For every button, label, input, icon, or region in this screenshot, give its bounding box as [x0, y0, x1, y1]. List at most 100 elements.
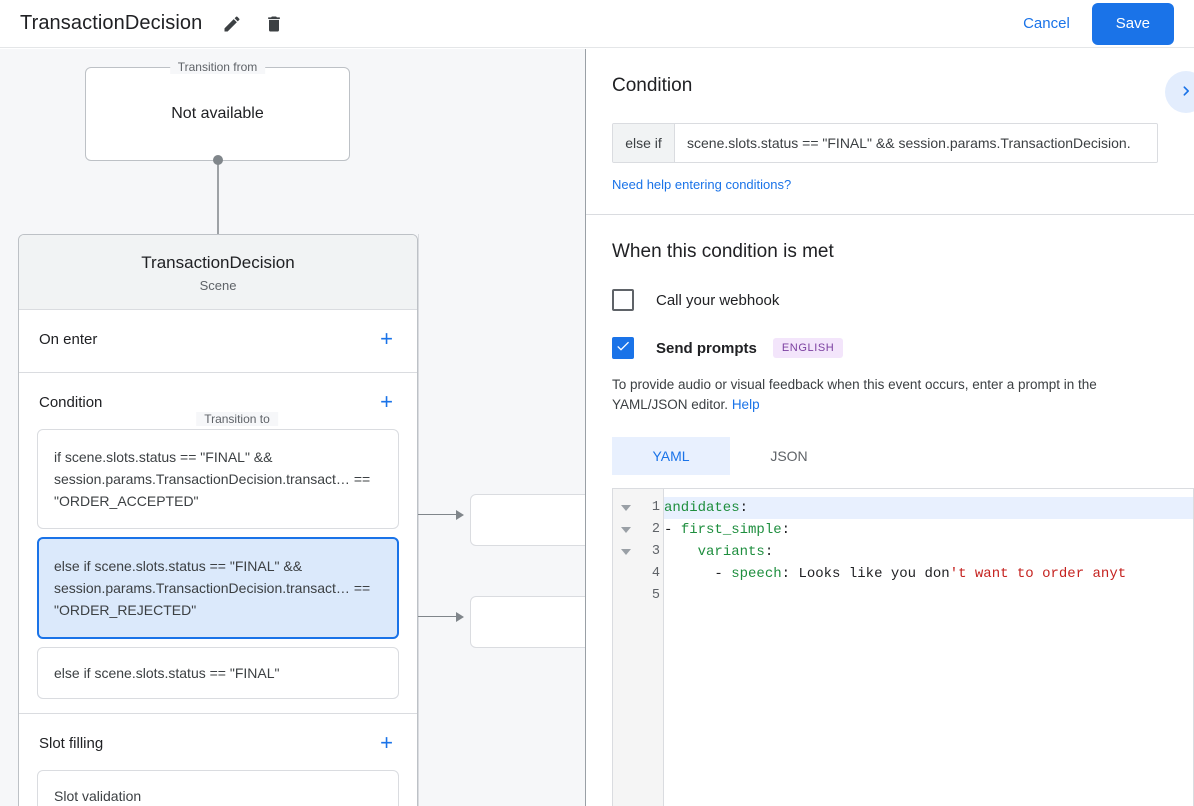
condition-block: Condition else if Need help entering con…: [586, 49, 1194, 215]
edit-button[interactable]: [220, 12, 244, 36]
editor-fold-gutter: [613, 489, 639, 806]
code-token: :: [764, 544, 774, 560]
code-token: :: [781, 566, 799, 582]
edge-line-accepted: [399, 514, 457, 515]
code-token: variants: [697, 544, 765, 560]
call-webhook-label: Call your webhook: [656, 291, 780, 309]
section-on-enter-title: On enter: [39, 330, 98, 348]
scene-type: Scene: [199, 278, 237, 293]
fold-toggle-line-2[interactable]: [613, 519, 639, 541]
editor-line-numbers: 1 2 3 4 5: [639, 489, 664, 806]
code-token: -: [664, 522, 681, 538]
code-token: :: [739, 500, 749, 516]
yaml-code-editor[interactable]: 1 2 3 4 5 andidates:- first_simple: vari…: [612, 488, 1194, 806]
call-webhook-checkbox[interactable]: [612, 289, 634, 311]
collapse-panel-button[interactable]: [1165, 71, 1194, 113]
editor-code-area[interactable]: andidates:- first_simple: variants: - sp…: [664, 489, 1193, 806]
language-badge: ENGLISH: [772, 338, 844, 358]
section-condition-title: Condition: [39, 393, 103, 411]
code-token: -: [664, 566, 732, 582]
code-token: [664, 544, 698, 560]
code-token: first_simple: [680, 522, 782, 538]
line-number: 3: [651, 544, 660, 559]
section-slot-filling-title: Slot filling: [39, 734, 104, 752]
add-on-enter-button[interactable]: +: [374, 326, 399, 352]
transition-from-value: Not available: [171, 105, 264, 122]
transition-from-node[interactable]: Transition from Not available: [85, 60, 350, 161]
fold-toggle-line-1[interactable]: [613, 497, 639, 519]
section-on-enter-head: On enter +: [19, 310, 417, 358]
edge-arrow-accepted: [456, 510, 464, 520]
add-slot-filling-button[interactable]: +: [374, 730, 399, 756]
condition-help-link[interactable]: Need help entering conditions?: [612, 177, 792, 192]
send-prompts-label: Send prompts: [656, 339, 757, 357]
condition-heading: Condition: [612, 75, 693, 96]
target-node-accepted[interactable]: [470, 494, 585, 546]
code-line[interactable]: variants:: [664, 541, 1193, 563]
edge-line-rejected: [399, 616, 457, 617]
code-line[interactable]: andidates:: [664, 497, 1193, 519]
editor-format-tabs: YAML JSON: [612, 437, 1194, 475]
save-button[interactable]: Save: [1091, 2, 1174, 45]
slot-validation-item[interactable]: Slot validation: [37, 770, 399, 806]
condition-input-row: else if: [612, 123, 1158, 163]
condition-prefix-label: else if: [613, 124, 675, 162]
code-token: andidates: [664, 500, 740, 516]
send-prompts-row: Send prompts ENGLISH: [612, 337, 1194, 359]
line-number: 2: [651, 522, 660, 537]
line-number: 1: [651, 500, 660, 515]
code-token: :: [781, 522, 791, 538]
scene-card-header[interactable]: TransactionDecision Scene: [19, 235, 417, 310]
tab-json[interactable]: JSON: [730, 437, 848, 475]
fold-toggle-line-5: [613, 585, 639, 607]
section-on-enter: On enter +: [19, 310, 417, 373]
code-line[interactable]: [664, 585, 1193, 607]
check-icon: [615, 338, 631, 359]
code-token: speech: [731, 566, 782, 582]
section-condition: Condition + if scene.slots.status == "FI…: [19, 373, 417, 714]
fold-toggle-line-4: [613, 563, 639, 585]
send-prompts-checkbox[interactable]: [612, 337, 634, 359]
delete-button[interactable]: [262, 12, 286, 36]
caret-down-icon: [621, 505, 631, 511]
code-token: 't want to order anyt: [949, 566, 1127, 582]
prompts-hint-text: To provide audio or visual feedback when…: [612, 375, 1172, 415]
condition-expression-input[interactable]: [675, 124, 1157, 162]
scene-name: TransactionDecision: [141, 253, 295, 272]
prompts-hint-body: To provide audio or visual feedback when…: [612, 377, 1097, 412]
when-met-heading: When this condition is met: [612, 241, 834, 262]
tab-yaml[interactable]: YAML: [612, 437, 730, 475]
transition-to-node: Transition to TransactionDecision Scene …: [18, 234, 418, 806]
section-slot-filling-head: Slot filling +: [19, 714, 417, 762]
code-line[interactable]: - first_simple:: [664, 519, 1193, 541]
target-node-rejected[interactable]: [470, 596, 585, 648]
trash-icon: [264, 14, 284, 34]
condition-item-final[interactable]: else if scene.slots.status == "FINAL": [37, 647, 399, 699]
condition-item-accepted[interactable]: if scene.slots.status == "FINAL" && sess…: [37, 429, 399, 529]
graph-vertical-rule: [418, 234, 419, 806]
prompts-help-link[interactable]: Help: [731, 397, 760, 412]
add-condition-button[interactable]: +: [374, 389, 399, 415]
when-condition-met-block: When this condition is met Call your web…: [586, 215, 1194, 806]
fold-toggle-line-3[interactable]: [613, 541, 639, 563]
page-title: TransactionDecision: [20, 12, 203, 34]
code-token: Looks like you don: [798, 566, 950, 582]
transition-to-legend: Transition to: [196, 412, 278, 426]
caret-down-icon: [621, 549, 631, 555]
pencil-icon: [222, 14, 242, 34]
code-line[interactable]: - speech: Looks like you don't want to o…: [664, 563, 1193, 585]
section-condition-head: Condition +: [19, 373, 417, 421]
app-header: TransactionDecision Cancel Save: [0, 0, 1194, 48]
webhook-row: Call your webhook: [612, 289, 1194, 311]
edge-arrow-rejected: [456, 612, 464, 622]
caret-down-icon: [621, 527, 631, 533]
line-number: 4: [651, 566, 660, 581]
condition-detail-panel: Condition else if Need help entering con…: [586, 49, 1194, 806]
cancel-button[interactable]: Cancel: [1011, 7, 1082, 40]
scene-graph-panel: Transition from Not available Transition…: [0, 49, 585, 806]
condition-item-rejected[interactable]: else if scene.slots.status == "FINAL" &&…: [37, 537, 399, 639]
line-number: 5: [651, 588, 660, 603]
transition-from-legend: Transition from: [169, 60, 266, 74]
section-slot-filling: Slot filling + Slot validation: [19, 714, 417, 806]
panel-divider[interactable]: [585, 49, 586, 806]
